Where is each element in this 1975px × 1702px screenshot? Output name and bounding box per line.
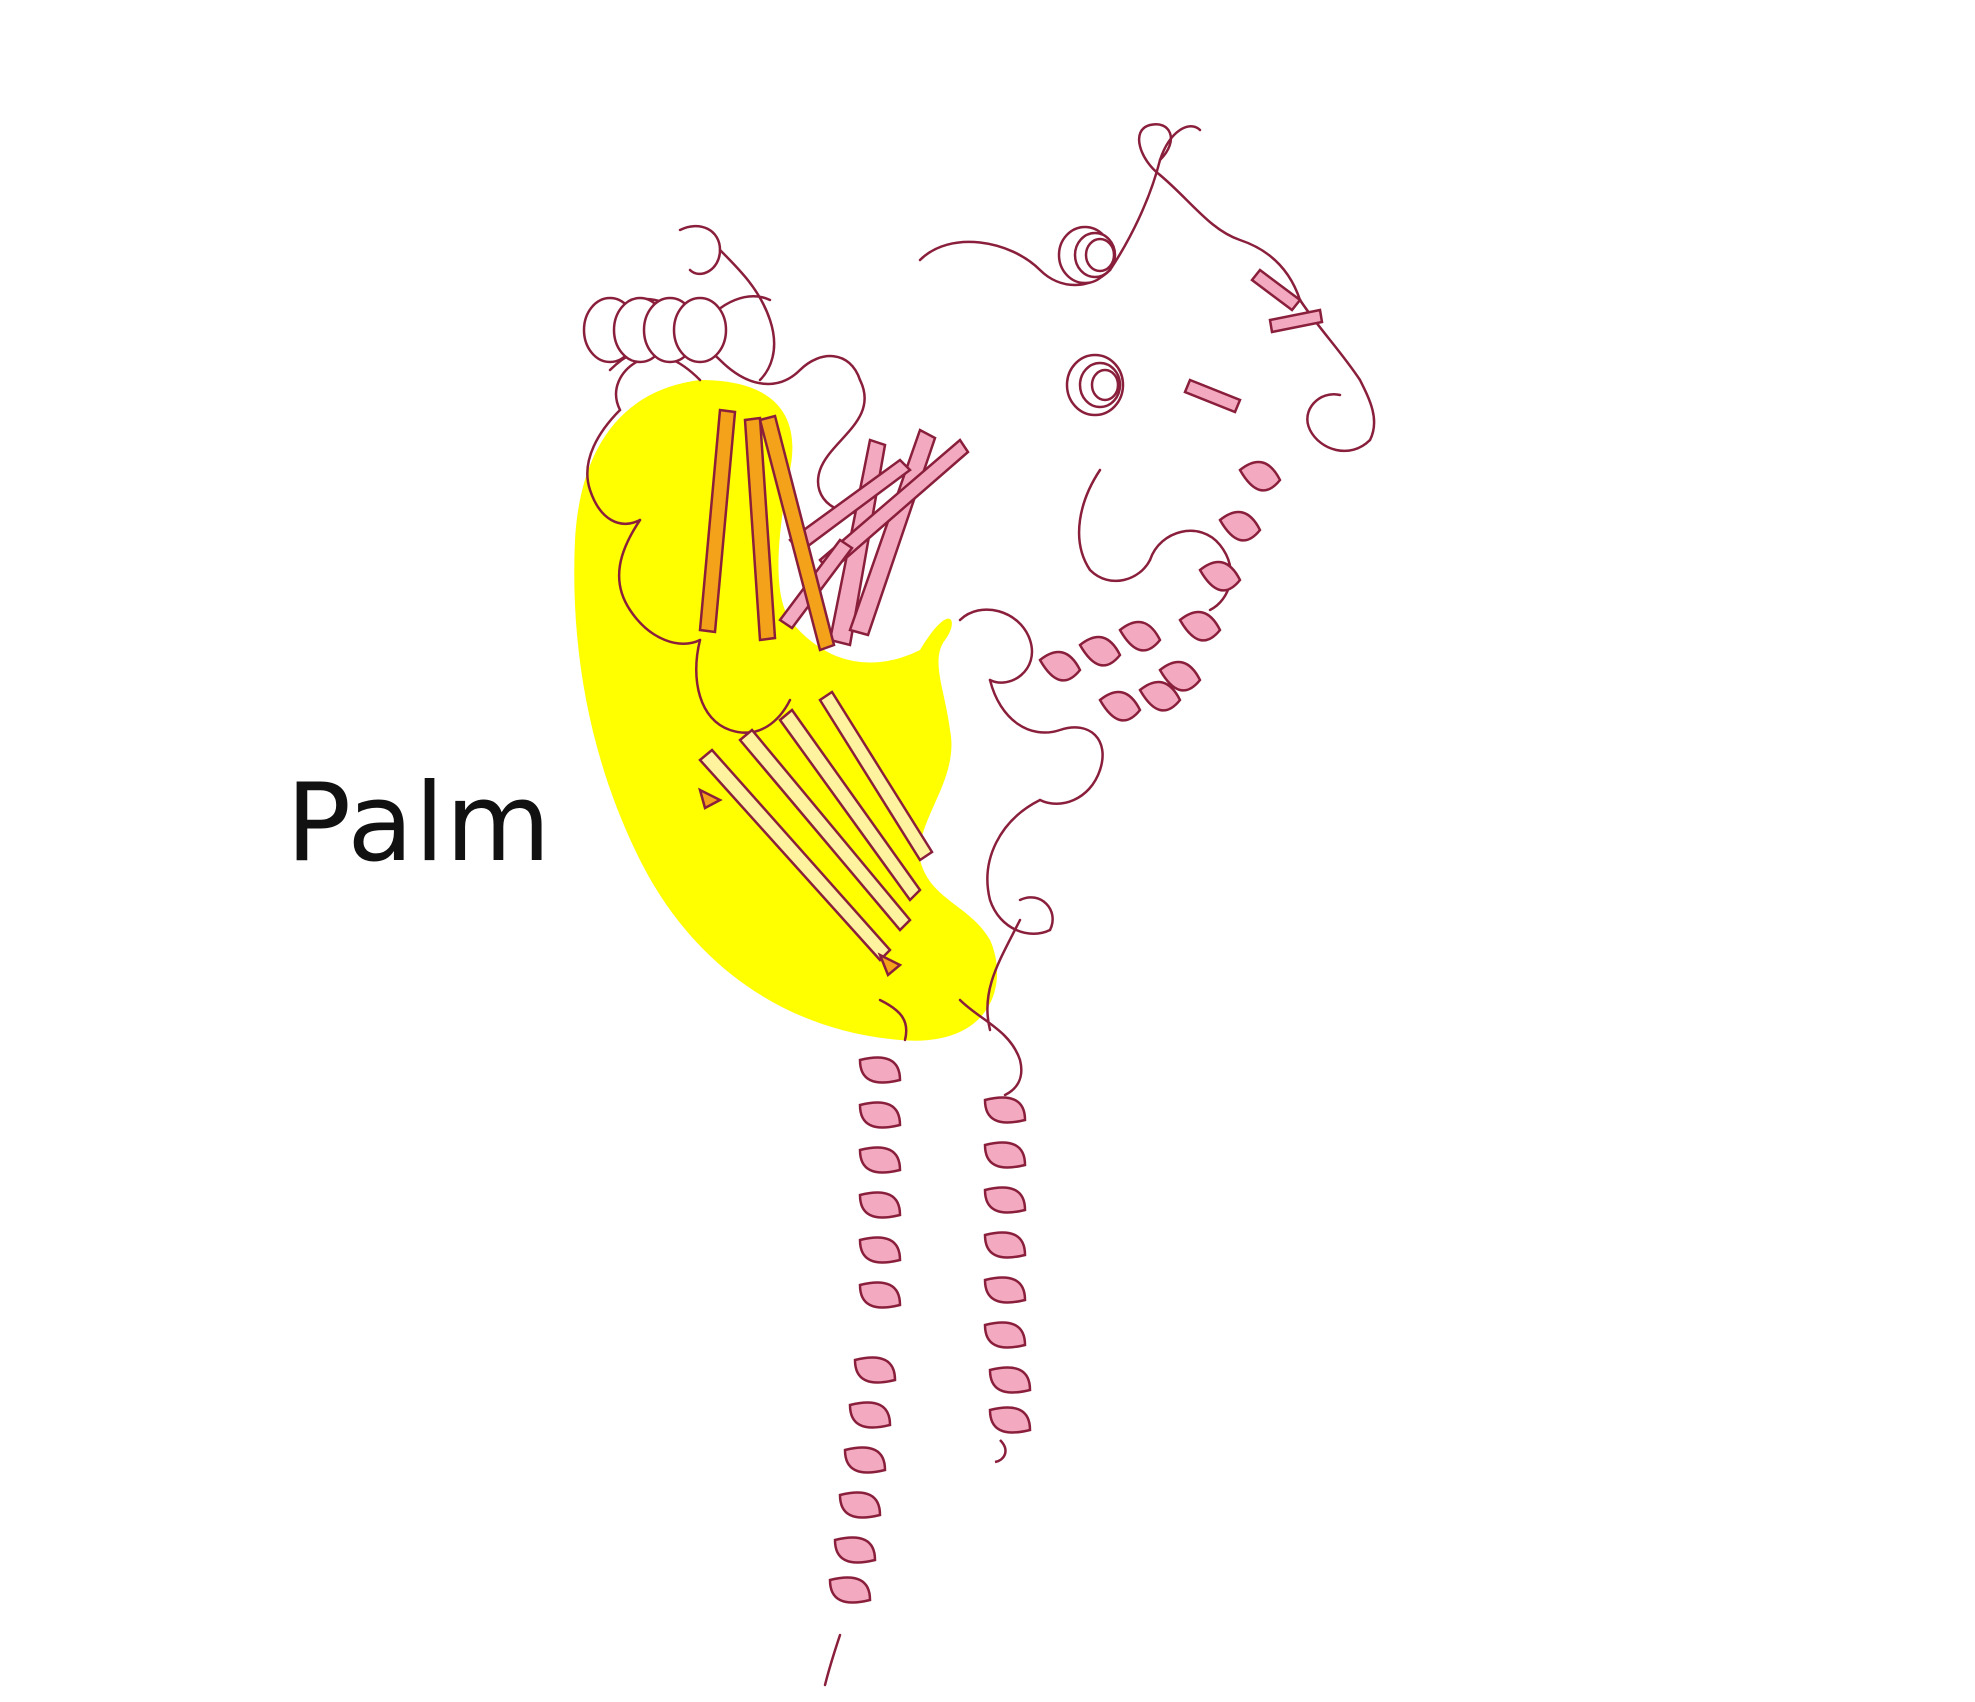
helix-lower-left bbox=[828, 1056, 902, 1604]
helix-group-top-mid bbox=[1057, 225, 1125, 417]
helix-right bbox=[1158, 460, 1282, 692]
beta-sheet-center bbox=[778, 428, 970, 647]
palm-label: Palm bbox=[286, 761, 552, 886]
helix-lower-right bbox=[983, 1096, 1032, 1464]
helix-group-top-left bbox=[582, 296, 728, 364]
helix-middle bbox=[1038, 620, 1182, 722]
beta-sheet-right bbox=[1183, 268, 1324, 414]
beta-sheet-palm bbox=[698, 408, 934, 978]
